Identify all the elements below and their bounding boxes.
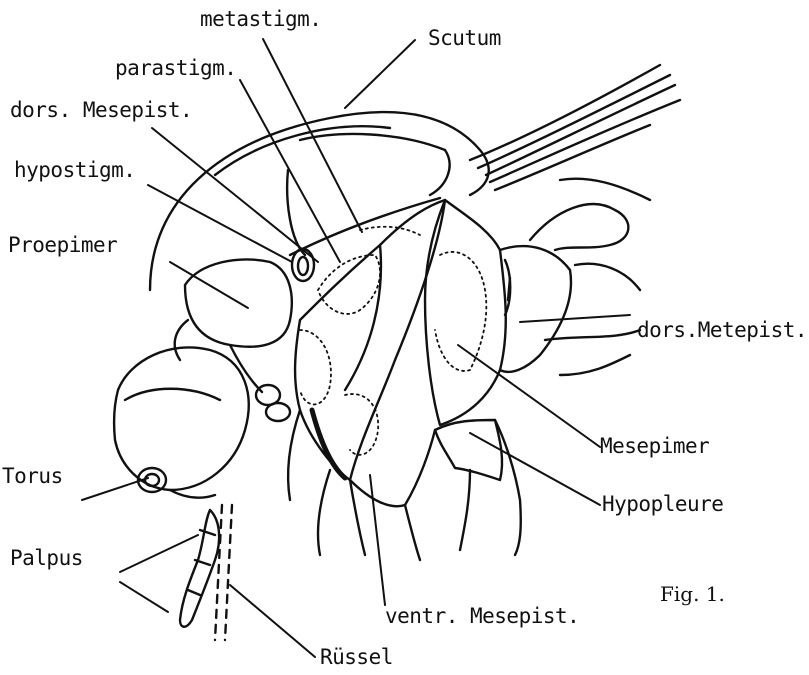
leader-proepimer	[170, 262, 248, 308]
head-outline	[114, 347, 249, 490]
mesepimer-outline	[425, 200, 506, 425]
leader-hypopleure	[470, 433, 600, 505]
label-russel: Rüssel	[320, 647, 393, 668]
leader-mesepimer	[458, 345, 600, 447]
palpus-segment	[180, 510, 219, 627]
hypopleure-outline	[435, 420, 502, 480]
label-dors-mesepist: dors. Mesepist.	[10, 100, 192, 121]
leader-scutum	[345, 40, 415, 108]
leader-russel	[230, 585, 315, 657]
wing-base	[470, 65, 660, 160]
figure-caption: Fig. 1.	[660, 584, 725, 604]
leader-palpus-1	[120, 535, 198, 572]
leader-palpus-2	[120, 582, 168, 612]
label-dors-metepist: dors.Metepist.	[637, 320, 807, 341]
label-hypostigm: hypostigm.	[14, 160, 135, 181]
label-torus: Torus	[2, 466, 63, 487]
leader-ventr-mesepist	[370, 475, 385, 605]
scutum-outline	[150, 112, 489, 290]
label-parastigm: parastigm.	[115, 58, 236, 79]
label-palpus: Palpus	[10, 548, 83, 569]
leader-torus	[82, 478, 148, 500]
label-proepimer: Proepimer	[8, 235, 117, 256]
label-scutum: Scutum	[428, 28, 501, 49]
label-mesepimer: Mesepimer	[600, 436, 709, 457]
label-ventr-mesepist: ventr. Mesepist.	[385, 606, 579, 627]
label-hypopleure: Hypopleure	[602, 494, 723, 515]
leader-parastigm	[240, 80, 340, 262]
leader-dors-mesepist	[152, 128, 318, 262]
leader-dors-metepist	[520, 315, 630, 322]
label-metastigm: metastigm.	[200, 9, 321, 30]
leader-metastigm	[263, 39, 362, 232]
